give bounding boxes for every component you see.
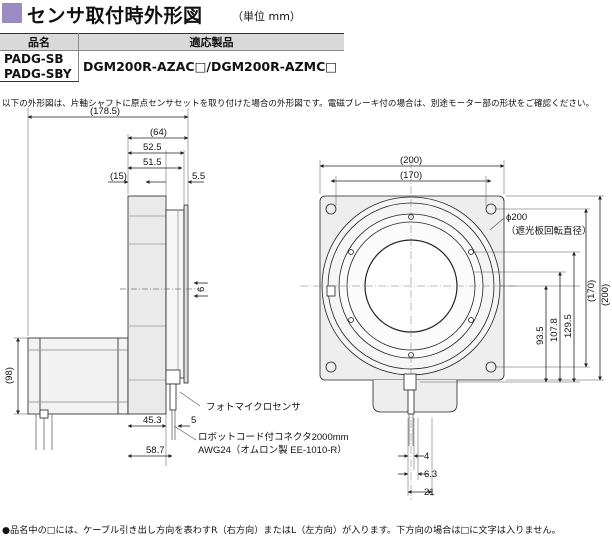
front-view [300, 160, 604, 500]
leader-cable [173, 425, 197, 441]
gear-body [127, 195, 167, 415]
output-table [165, 209, 185, 379]
dim-6-3-label: 6.3 [424, 469, 437, 480]
dim-58-7-label: 58.7 [146, 445, 165, 456]
dim-45-3-label: 45.3 [143, 415, 162, 426]
dim-200-h-label: (200) [400, 155, 422, 166]
dim-5-5-label: 5.5 [192, 171, 205, 182]
dim-6-label: 6 [196, 287, 207, 292]
dim-4-label: 4 [424, 451, 429, 462]
phi-200-note: （遮光板回転直径） [506, 225, 592, 237]
motor-cable [35, 414, 53, 450]
header-compatible-product: 適応製品 [78, 33, 344, 51]
dim-5-label: 5 [191, 415, 196, 426]
table-row: PADG-SB DGM200R-AZAC□/DGM200R-AZMC□ [0, 50, 344, 74]
footnote: ●品名中の□には、ケーブル引き出し方向を表わすR（右方向）またはL（左方向）が入… [2, 525, 561, 536]
cable-label-line2: AWG24（オムロン製 EE-1010-R） [198, 444, 347, 456]
motor-body [27, 337, 129, 415]
sensor-cable-boot [169, 383, 177, 411]
product-name-1: PADG-SB [0, 50, 79, 66]
dim-170-v-label: (170) [586, 280, 597, 302]
dim-107-8-label: 107.8 [549, 318, 560, 342]
phi-200-label: ϕ200 [506, 212, 527, 223]
mount-hole [325, 361, 337, 373]
front-sensor [403, 373, 417, 391]
drawing-note: 以下の外形図は、片軸シャフトに原点センサセットを取り付けた場合の外形図です。電磁… [2, 99, 595, 109]
table-hole [468, 317, 474, 323]
spec-table-header: 品名 適応製品 [0, 33, 344, 51]
photo-sensor-label: フォトマイクロセンサ [206, 402, 301, 413]
dim-200-v-label: (200) [600, 284, 611, 306]
mount-hole [325, 203, 337, 215]
table-hole [468, 249, 474, 255]
cable-label-line1: ロボットコード付コネクタ2000mm [198, 432, 349, 443]
product-name-2: PADG-SBY [0, 66, 79, 82]
table-hole [348, 249, 354, 255]
front-sensor-boot [407, 389, 415, 415]
spec-table: 品名 適応製品 PADG-SB DGM200R-AZAC□/DGM200R-AZ… [0, 33, 344, 82]
compatible-product: DGM200R-AZAC□/DGM200R-AZMC□ [83, 58, 338, 74]
sensor-cable [171, 410, 176, 440]
leader-phi [489, 217, 505, 231]
dim-51-5-label: 51.5 [143, 157, 162, 168]
side-view [14, 108, 208, 466]
title-unit: （単位 mm） [232, 10, 301, 23]
title-marker [2, 3, 22, 23]
leader-sensor [179, 391, 201, 407]
dim-52-5-label: 52.5 [143, 142, 162, 153]
dim-98-label: (98) [4, 367, 15, 384]
dim-64-label: (64) [150, 127, 167, 138]
page-title: センサ取付時外形図 [27, 5, 203, 27]
terminal-box [372, 380, 458, 413]
dim-21-label: 21 [424, 487, 435, 498]
dim-129-5-label: 129.5 [563, 314, 574, 338]
header-product-name: 品名 [0, 33, 79, 51]
dim-15-label: (15) [110, 171, 127, 182]
cable-clamp [39, 409, 49, 419]
sensor-tab [326, 285, 336, 297]
title-row: センサ取付時外形図 （単位 mm） [0, 0, 612, 30]
table-row: PADG-SBY [0, 66, 344, 82]
front-sensor-cable [408, 414, 414, 446]
table-hole [348, 317, 354, 323]
dim-170-h-label: (170) [400, 170, 422, 181]
dim-93-5-label: 93.5 [535, 327, 546, 346]
photo-sensor [165, 369, 181, 385]
dim-overall-label: (178.5) [90, 106, 120, 117]
sensor-plate [183, 204, 189, 384]
